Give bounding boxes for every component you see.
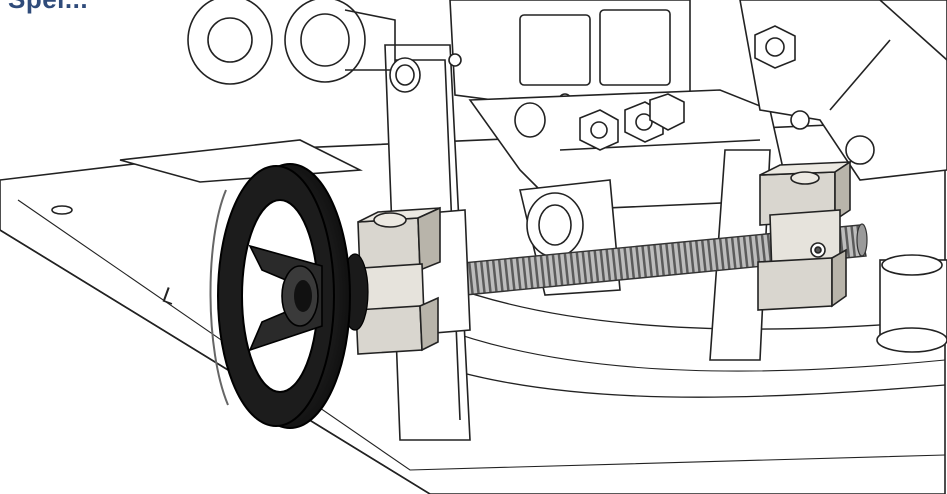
- page-title: Spei...: [8, 0, 88, 15]
- round-bolt-2: [514, 102, 546, 138]
- right-bracket: [757, 160, 853, 311]
- machine-frame: [187, 0, 947, 441]
- round-bolt-1: [389, 57, 421, 93]
- bolt-group: [389, 25, 796, 151]
- hex-bolt-1: [579, 109, 619, 151]
- hex-bolt-3: [649, 93, 685, 131]
- hex-bolt-4: [754, 25, 796, 69]
- left-bracket: [355, 206, 471, 355]
- handwheel: [209, 163, 369, 429]
